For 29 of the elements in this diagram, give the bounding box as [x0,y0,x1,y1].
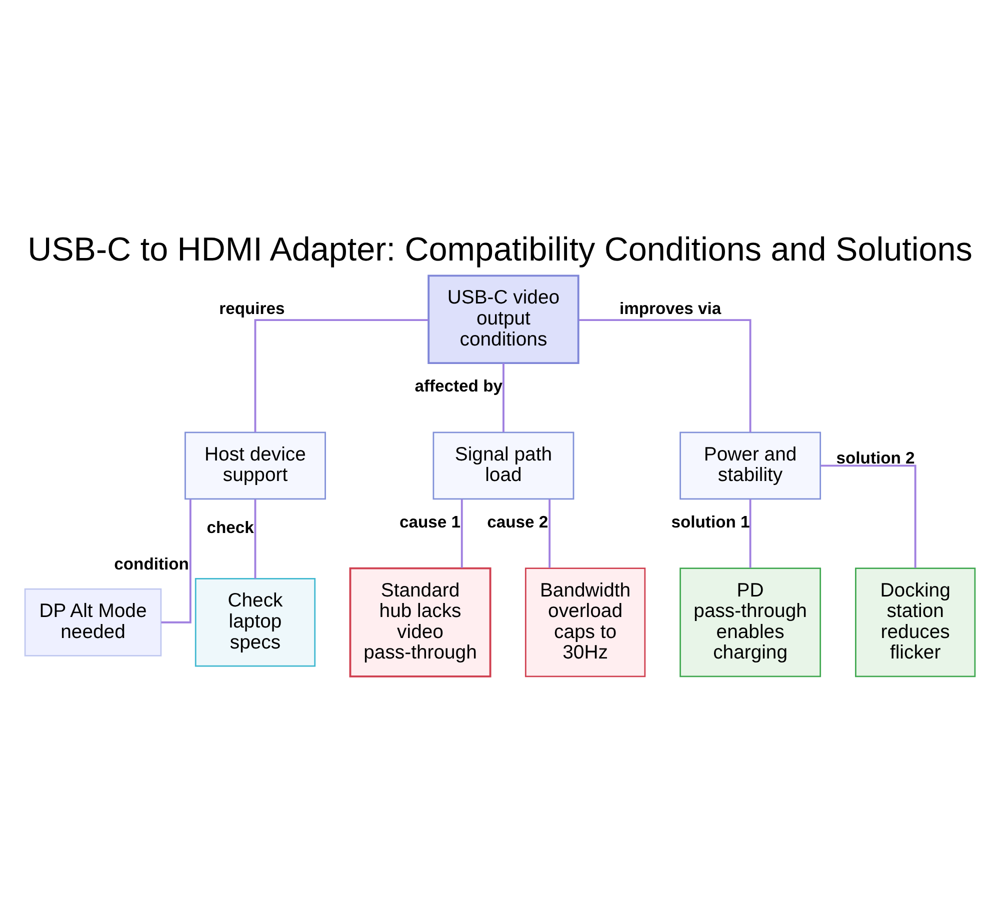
node-box: Power and stability [680,432,822,500]
edge-label: requires [219,298,285,318]
diagram-title: USB-C to HDMI Adapter: Compatibility Conditions and Solutions [28,232,972,269]
connector [161,499,192,624]
connector [749,499,752,568]
node-box: Host device support [184,432,326,500]
node-box: Check laptop specs [194,578,316,667]
connector [548,499,551,568]
edge-label: affected by [414,376,502,396]
node-box: USB-C video output conditions [428,274,580,364]
node-box: Bandwidth overload caps to 30Hz [524,568,646,678]
connector [254,319,428,432]
edge-label: solution 1 [671,512,750,532]
edge-label: cause 2 [487,512,548,532]
connector [254,499,256,579]
node-box: PD pass-through enables charging [680,568,822,678]
edge-label: improves via [619,298,722,318]
edge-label: cause 1 [399,512,460,532]
edge-label: check [206,518,254,537]
connector [820,464,916,568]
node-box: DP Alt Mode needed [24,588,162,656]
node-box: Standard hub lacks video pass-through [349,567,492,678]
node-box: Signal path load [432,432,574,500]
connector [578,319,752,432]
connector [502,363,504,432]
edge-label: condition [114,554,189,574]
edge-label: solution 2 [836,448,915,468]
node-box: Docking station reduces flicker [855,568,976,678]
connector [460,499,463,568]
